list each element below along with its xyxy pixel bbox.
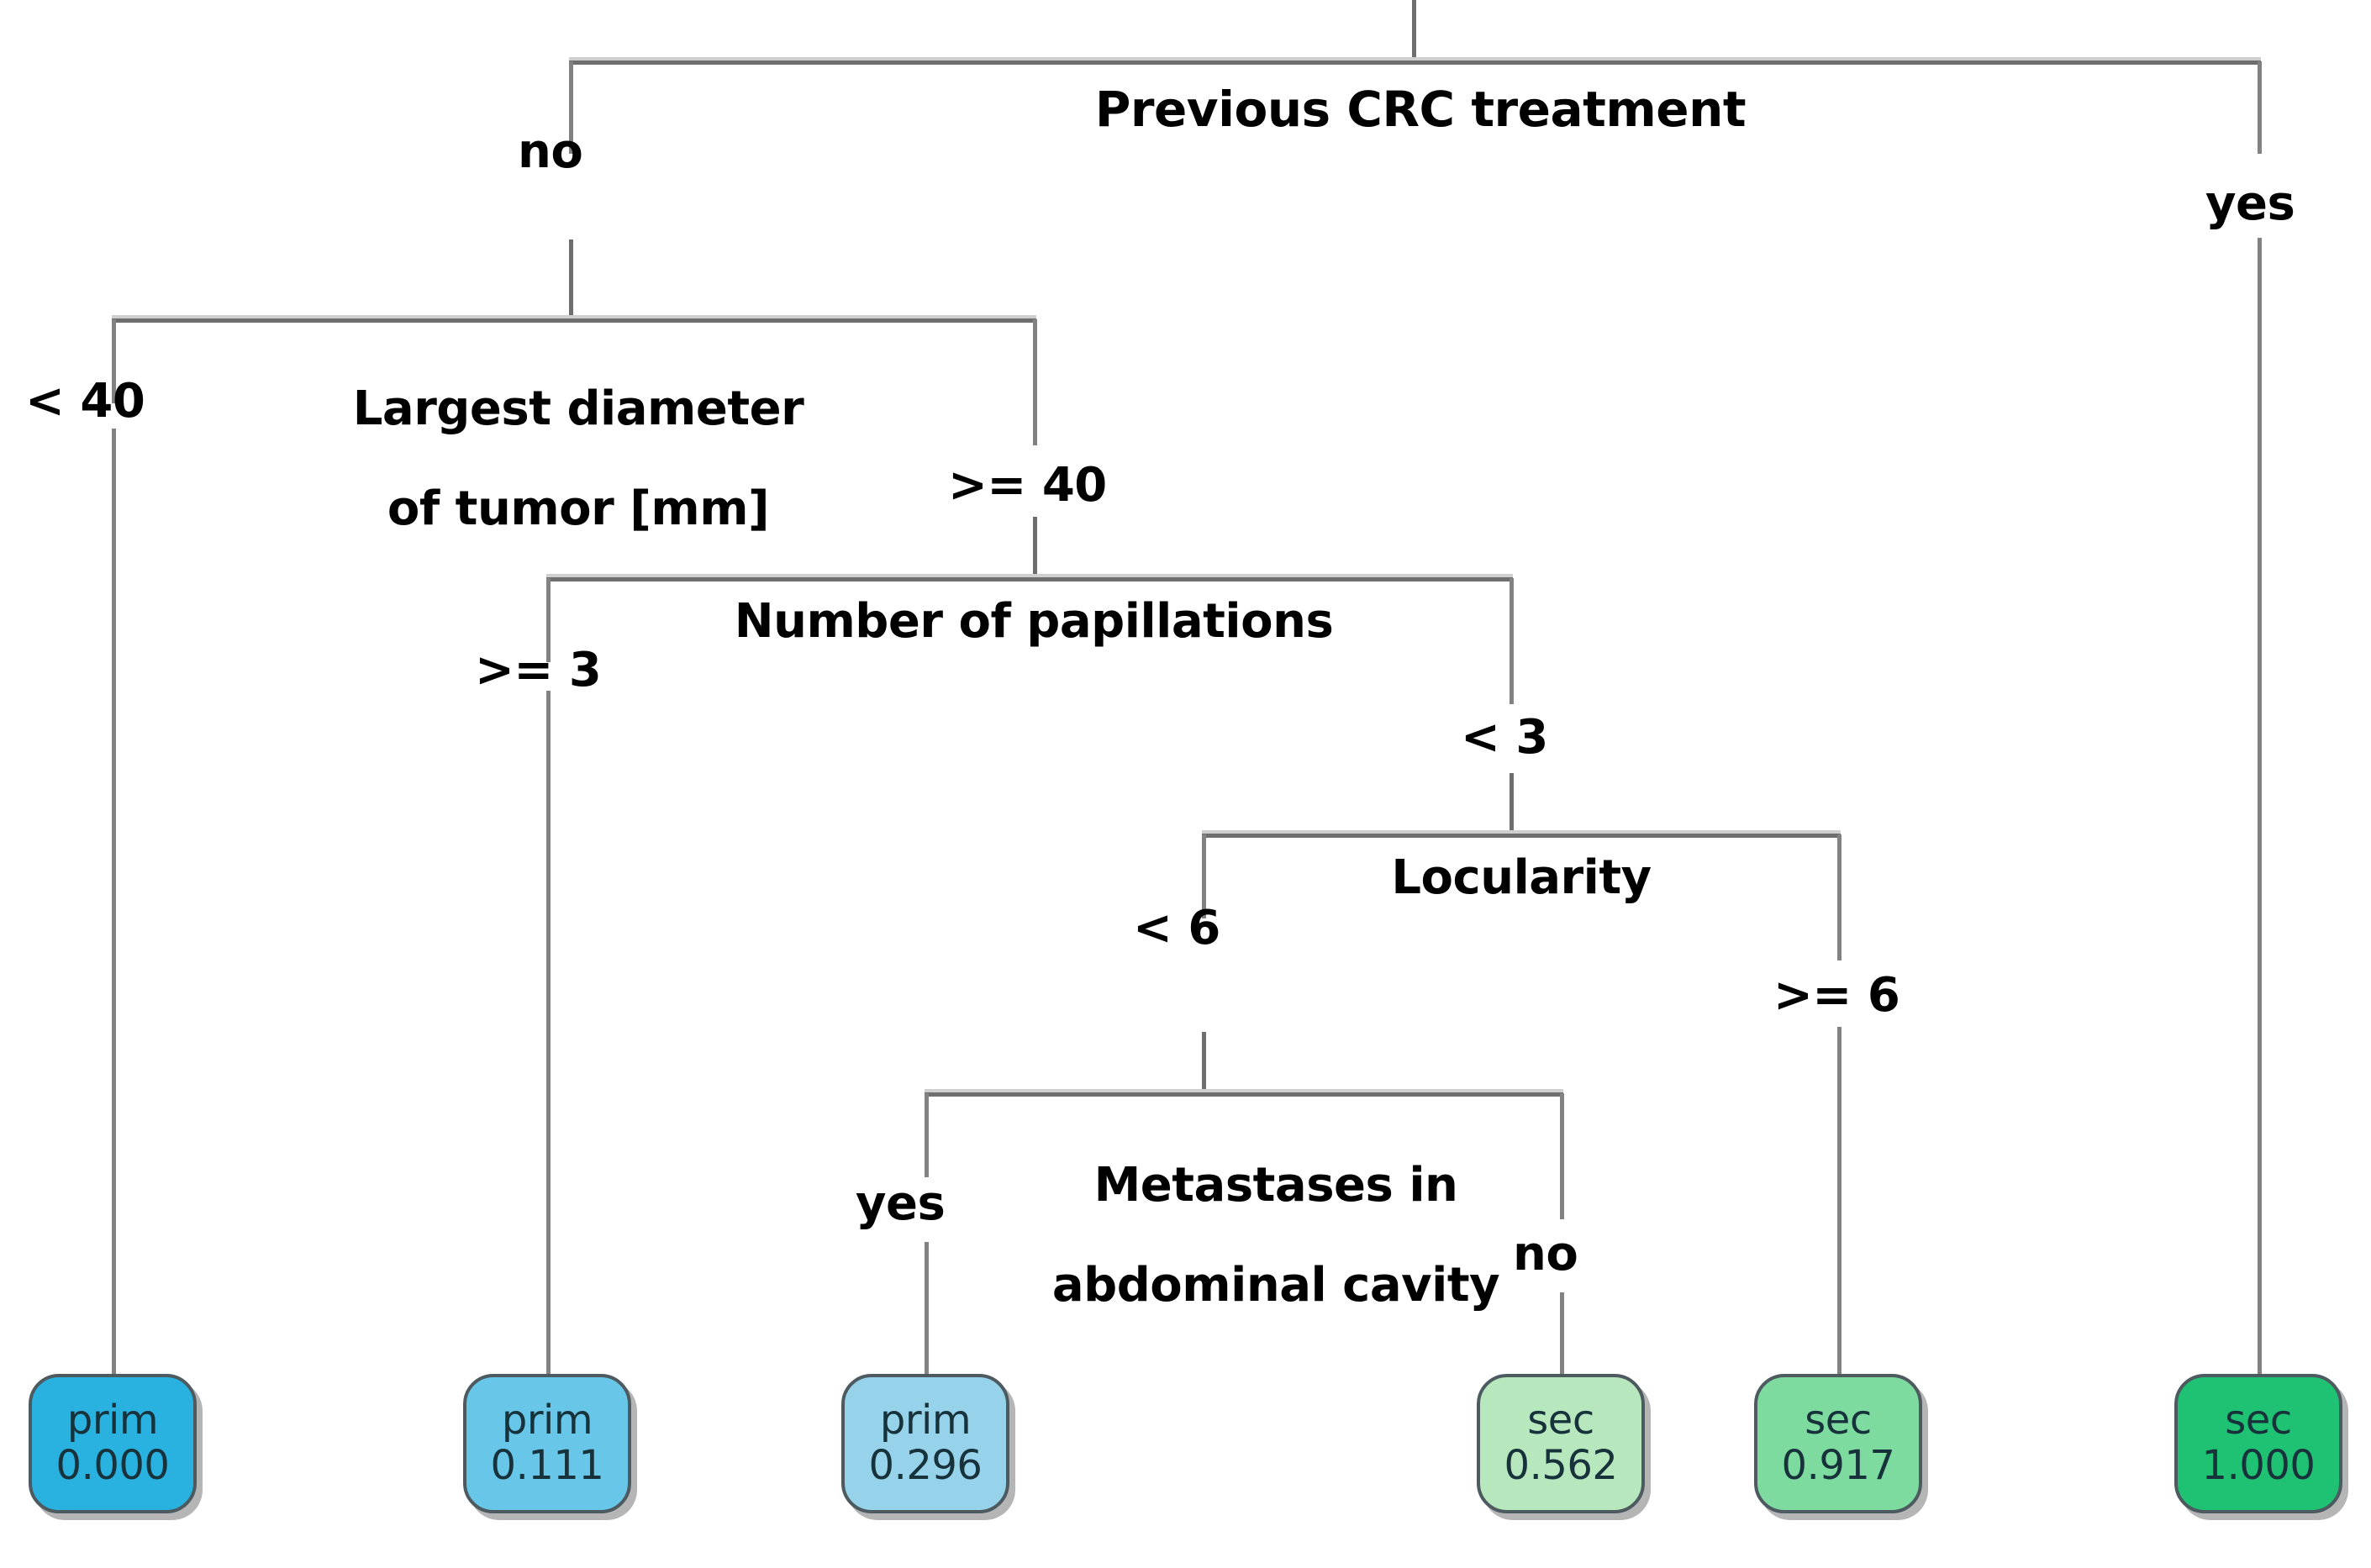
papillations-left-drop	[546, 578, 551, 662]
metastases-stem	[1202, 1032, 1206, 1095]
split-label-largest-diameter-line2: of tumor [mm]	[387, 481, 770, 537]
edge-label-papillations-lt3: < 3	[1461, 710, 1548, 765]
diameter-right-drop	[1033, 319, 1037, 445]
split-label-metastases-line1: Metastases in	[1093, 1158, 1458, 1213]
diameter-hbar	[112, 315, 1036, 323]
leaf-class-label: prim	[66, 1397, 159, 1444]
edge-label-metastases-yes: yes	[856, 1176, 946, 1231]
locularity-gte6-edge	[1837, 1027, 1841, 1376]
leaf-node-sec-0562[interactable]: sec 0.562	[1477, 1374, 1645, 1513]
leaf-value: 0.000	[55, 1442, 170, 1489]
diameter-lt40-edge	[112, 429, 116, 1374]
leaf-value: 0.111	[490, 1442, 604, 1489]
locularity-right-drop	[1837, 834, 1841, 960]
leaf-node-prim-0111[interactable]: prim 0.111	[463, 1374, 631, 1513]
root-hbar	[569, 57, 2261, 65]
root-right-drop	[2258, 61, 2262, 154]
leaf-class-label: sec	[2225, 1397, 2292, 1444]
metastases-no-edge	[1560, 1292, 1564, 1376]
leaf-class-label: prim	[879, 1397, 972, 1444]
papillations-gte3-edge	[546, 691, 551, 1376]
leaf-class-label: prim	[501, 1397, 593, 1444]
leaf-node-sec-1000[interactable]: sec 1.000	[2174, 1374, 2342, 1513]
edge-label-locularity-gte6: >= 6	[1773, 968, 1900, 1023]
papillations-right-drop	[1510, 578, 1514, 704]
edge-label-diameter-gte40: >= 40	[948, 458, 1107, 513]
metastases-yes-edge	[925, 1242, 929, 1376]
locularity-hbar	[1202, 830, 1841, 838]
metastases-right-drop	[1560, 1093, 1564, 1219]
locularity-left-drop	[1202, 834, 1206, 918]
leaf-value: 0.917	[1781, 1442, 1895, 1489]
split-label-number-of-papillations: Number of papillations	[734, 594, 1334, 649]
metastases-hbar	[925, 1089, 1563, 1097]
papillations-stem	[1033, 517, 1037, 580]
split-label-metastases: Metastases in abdominal cavity	[983, 1111, 1504, 1360]
diameter-left-drop	[112, 319, 116, 403]
leaf-value: 0.296	[868, 1442, 983, 1489]
metastases-left-drop	[925, 1093, 929, 1177]
leaf-node-sec-0917[interactable]: sec 0.917	[1754, 1374, 1922, 1513]
root-stem	[1412, 0, 1416, 63]
split-label-metastases-line2: abdominal cavity	[1051, 1258, 1500, 1313]
edge-label-root-yes: yes	[2205, 176, 2295, 231]
split-label-previous-crc-treatment: Previous CRC treatment	[1094, 81, 1747, 138]
leaf-class-label: sec	[1527, 1397, 1594, 1444]
split-label-largest-diameter: Largest diameter of tumor [mm]	[277, 334, 815, 584]
split-label-locularity: Locularity	[1391, 850, 1652, 905]
edge-label-metastases-no: no	[1513, 1227, 1578, 1281]
diameter-stem	[569, 239, 573, 319]
locularity-stem	[1510, 773, 1514, 836]
leaf-value: 0.562	[1504, 1442, 1618, 1489]
edge-label-papillations-gte3: >= 3	[475, 643, 602, 697]
edge-label-diameter-lt40: < 40	[25, 374, 145, 429]
root-left-drop	[569, 61, 573, 154]
leaf-class-label: sec	[1805, 1397, 1872, 1444]
edge-label-root-no: no	[518, 124, 583, 179]
leaf-node-prim-0296[interactable]: prim 0.296	[841, 1374, 1009, 1513]
split-label-largest-diameter-line1: Largest diameter	[352, 381, 804, 437]
root-yes-edge	[2258, 238, 2262, 1376]
edge-label-locularity-lt6: < 6	[1133, 901, 1220, 955]
leaf-value: 1.000	[2201, 1442, 2316, 1489]
leaf-node-prim-0000[interactable]: prim 0.000	[29, 1374, 197, 1513]
papillations-hbar	[546, 574, 1513, 581]
